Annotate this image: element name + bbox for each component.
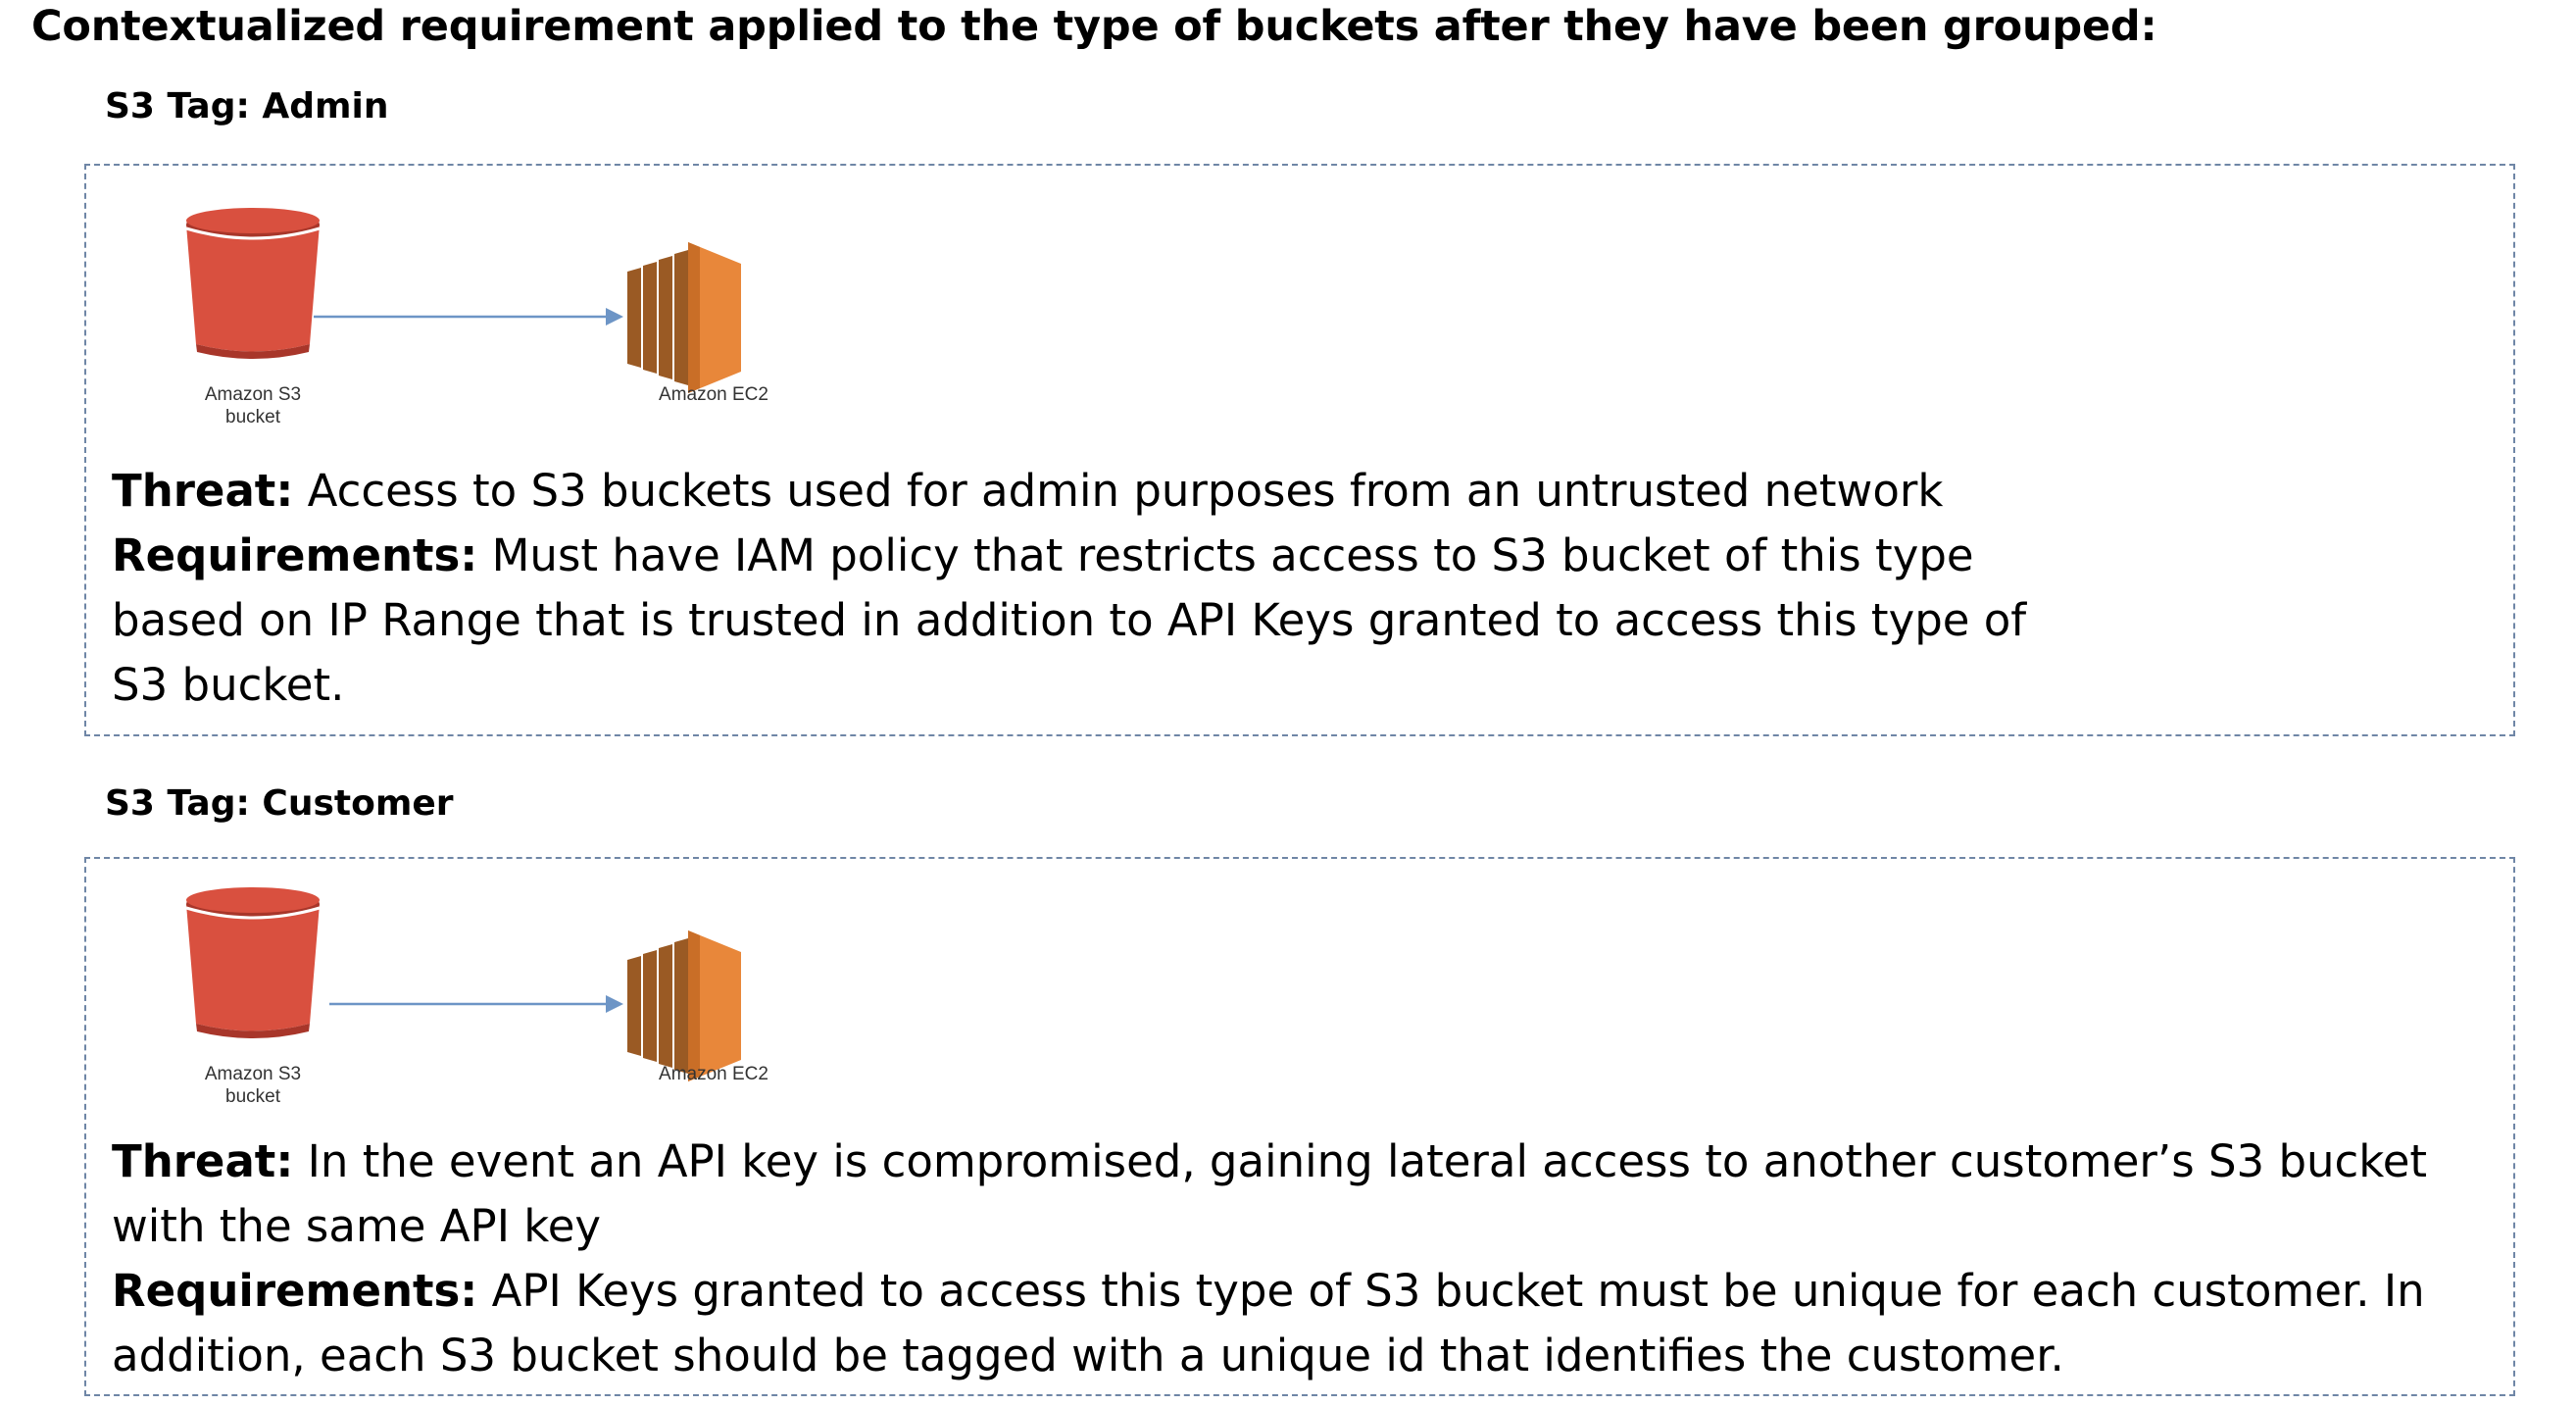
ec2-icon: [627, 242, 741, 393]
ec2-label: Amazon EC2: [659, 384, 768, 405]
section-tag-admin: S3 Tag: Admin: [105, 86, 389, 126]
threat-paragraph: Threat: In the event an API key is compr…: [112, 1135, 2428, 1252]
ec2-icon: [627, 930, 741, 1081]
requirements-paragraph: Requirements: Must have IAM policy that …: [112, 529, 2027, 711]
customer-panel: Amazon S3 bucket Amazon EC2 Threat: In t…: [84, 857, 2515, 1396]
section-tag-customer: S3 Tag: Customer: [105, 783, 454, 824]
connection-arrow: [329, 995, 623, 1013]
s3-bucket-icon: [185, 208, 321, 359]
connection-arrow: [314, 308, 623, 326]
s3-bucket-icon: [185, 887, 321, 1038]
admin-diagram: [185, 208, 741, 393]
admin-panel: Amazon S3 bucket Amazon EC2 Threat: Acce…: [84, 164, 2515, 736]
threat-paragraph: Threat: Access to S3 buckets used for ad…: [112, 465, 1944, 517]
admin-description: Threat: Access to S3 buckets used for ad…: [112, 459, 2033, 718]
ec2-label: Amazon EC2: [659, 1064, 768, 1084]
page-heading: Contextualized requirement applied to th…: [31, 2, 2157, 51]
s3-bucket-label: Amazon S3 bucket: [204, 1064, 302, 1107]
s3-bucket-label: Amazon S3 bucket: [204, 384, 302, 427]
customer-diagram: [185, 887, 741, 1081]
requirements-paragraph: Requirements: API Keys granted to access…: [112, 1265, 2425, 1381]
customer-description: Threat: In the event an API key is compr…: [112, 1130, 2494, 1388]
